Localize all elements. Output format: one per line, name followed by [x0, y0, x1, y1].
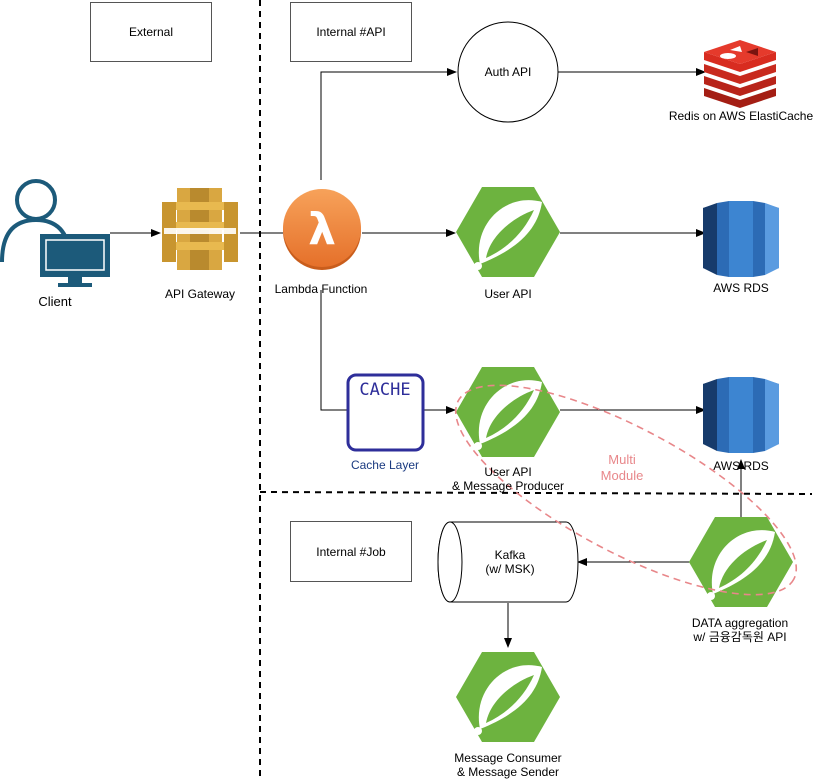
svg-text:λ: λ	[308, 204, 336, 255]
client-icon	[0, 179, 110, 287]
multi-module-label: Multi Module	[600, 452, 644, 483]
user-api-label: User API	[484, 287, 532, 301]
client-label: Client	[38, 294, 72, 309]
aws-rds-label-1: AWS RDS	[713, 281, 769, 295]
cache-icon	[346, 373, 425, 452]
rds-icon-1	[703, 201, 779, 277]
user-api-spring-icon	[456, 187, 560, 277]
zone-external: External	[90, 2, 212, 62]
lambda-label: Lambda Function	[274, 282, 368, 296]
cache-layer-label: Cache Layer	[350, 458, 420, 472]
zone-divider-horizontal	[259, 491, 813, 495]
zone-internal-api: Internal #API	[290, 2, 412, 62]
consumer-spring-icon	[456, 652, 560, 742]
producer-spring-icon	[456, 367, 560, 457]
lambda-icon: λ	[283, 189, 361, 270]
cache-icon-text: CACHE	[359, 380, 411, 400]
auth-api-label: Auth API	[484, 65, 532, 79]
zone-external-label: External	[128, 25, 174, 39]
redis-icon	[704, 40, 776, 108]
zone-internal-job: Internal #Job	[290, 521, 412, 582]
zone-internal-api-label: Internal #API	[316, 25, 386, 39]
redis-label: Redis on AWS ElastiCache	[668, 109, 814, 123]
auth-api-node	[457, 21, 559, 123]
rds-icon-2	[703, 377, 779, 453]
message-consumer-label: Message Consumer & Message Sender	[454, 751, 562, 779]
aggregation-spring-icon	[689, 517, 793, 607]
zone-internal-job-label: Internal #Job	[316, 544, 386, 559]
aws-rds-label-2: AWS RDS	[713, 459, 769, 473]
multi-module-outline	[454, 384, 798, 596]
edge-lambda-auth	[320, 68, 457, 180]
kafka-label: Kafka (w/ MSK)	[485, 548, 535, 576]
api-gateway-label: API Gateway	[164, 287, 236, 301]
data-aggregation-label: DATA aggregation w/ 금융감독원 API	[691, 616, 789, 644]
api-gateway-icon	[162, 188, 238, 270]
kafka-node	[437, 521, 579, 603]
user-api-producer-label: User API & Message Producer	[451, 465, 565, 493]
